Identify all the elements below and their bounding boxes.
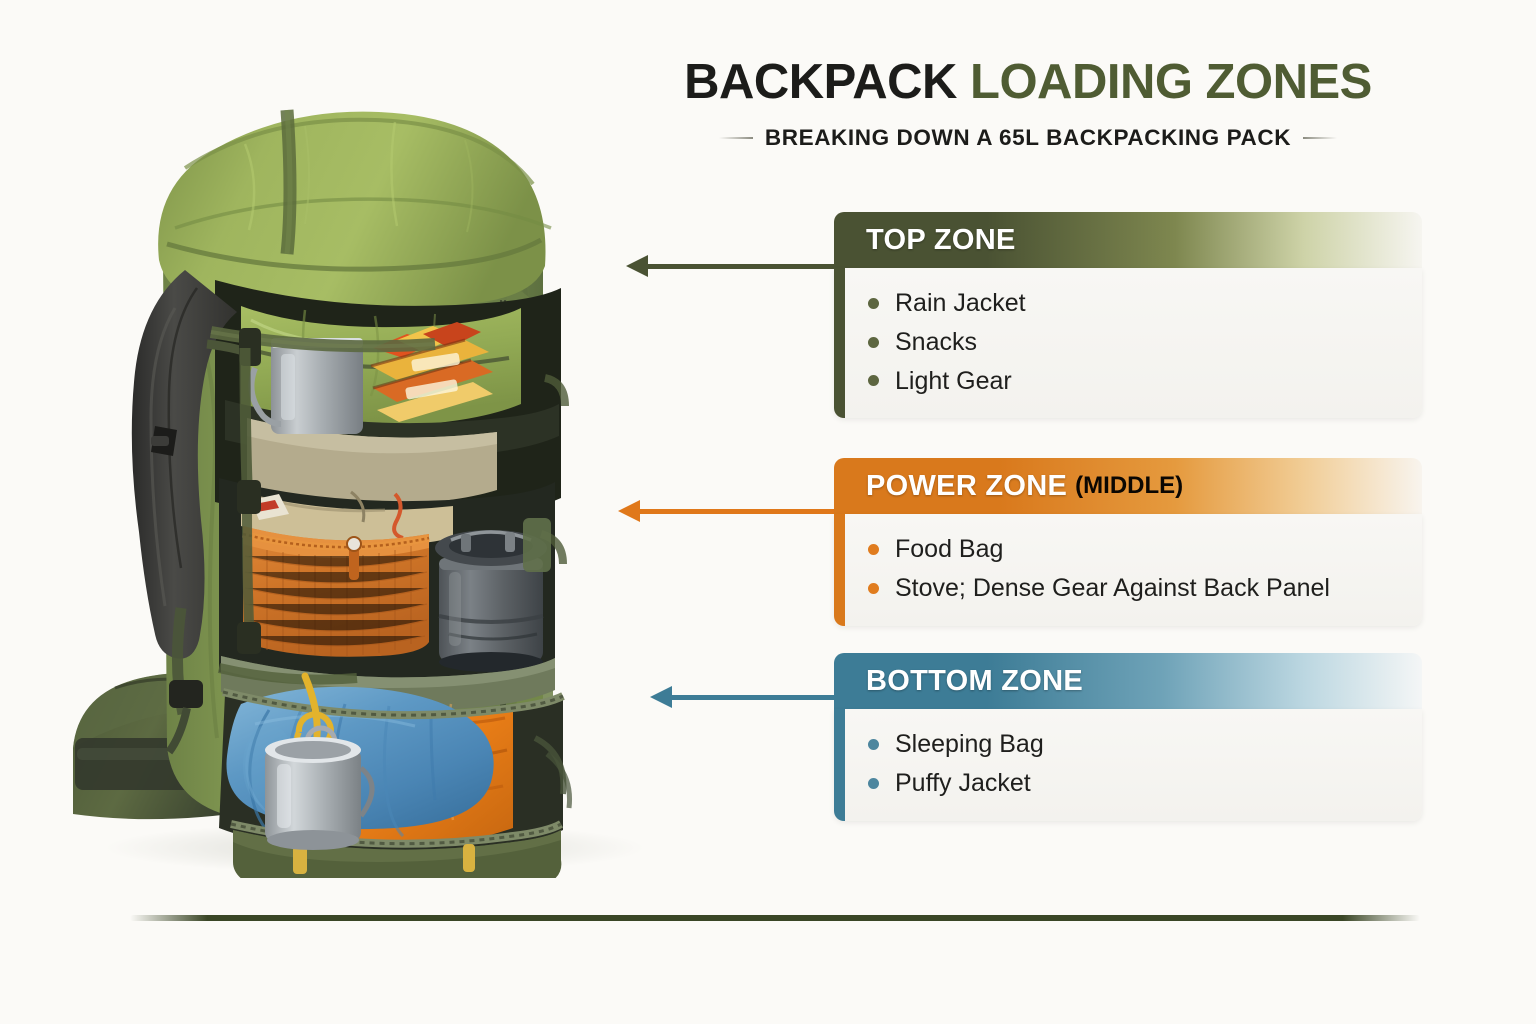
zone-item-list-power: Food Bag Stove; Dense Gear Against Back … — [868, 530, 1398, 608]
zone-accent-stripe — [834, 514, 845, 626]
zone-title-bottom: BOTTOM ZONE — [866, 664, 1084, 697]
zone-qualifier-power: (MIDDLE) — [1075, 472, 1184, 499]
list-item-label: Puffy Jacket — [895, 768, 1031, 797]
connector-arrow-top-zone — [626, 255, 834, 277]
zone-accent-stripe — [834, 268, 845, 419]
title-part-1: BACKPACK — [684, 55, 971, 109]
zone-header-power: POWER ZONE (MIDDLE) — [834, 458, 1422, 514]
snack-bars — [370, 322, 493, 422]
pack-base — [233, 830, 562, 878]
list-item-label: Stove; Dense Gear Against Back Panel — [895, 573, 1330, 602]
pack-top-lid — [158, 109, 552, 314]
shoulder-strap — [131, 270, 258, 755]
connector-arrow-bottom-zone — [650, 686, 834, 708]
arrow-head-icon — [626, 255, 648, 277]
list-item[interactable]: Rain Jacket — [868, 284, 1398, 323]
zone-header-bottom: BOTTOM ZONE — [834, 653, 1422, 709]
bullet-dot-icon — [868, 297, 879, 309]
zone-body-top: Rain Jacket Snacks Light Gear — [834, 268, 1422, 419]
bullet-dot-icon — [868, 738, 879, 750]
bullet-dot-icon — [868, 375, 879, 387]
zone-body-bottom: Sleeping Bag Puffy Jacket — [834, 709, 1422, 821]
zone-panel-power[interactable]: POWER ZONE (MIDDLE) Food Bag Stove; Dens… — [834, 458, 1422, 626]
arrow-shaft — [646, 264, 834, 269]
backpack-illustration — [55, 48, 675, 878]
subtitle-dash-left-icon — [718, 137, 753, 139]
stove-pot — [435, 530, 547, 672]
subtitle-row: BREAKING DOWN A 65L BACKPACKING PACK — [628, 125, 1428, 151]
bullet-dot-icon — [868, 582, 879, 594]
subtitle-dash-right-icon — [1303, 137, 1338, 139]
top-compartment — [215, 280, 561, 522]
side-trim — [523, 374, 573, 809]
footer-divider-rule — [130, 915, 1420, 921]
bullet-dot-icon — [868, 336, 879, 348]
list-item[interactable]: Food Bag — [868, 530, 1398, 569]
zone-item-list-top: Rain Jacket Snacks Light Gear — [868, 284, 1398, 400]
list-item[interactable]: Snacks — [868, 323, 1398, 362]
zone-title-top: TOP ZONE — [866, 223, 1016, 256]
list-item-label: Food Bag — [895, 535, 1004, 563]
list-item[interactable]: Sleeping Bag — [868, 725, 1398, 764]
bullet-dot-icon — [868, 777, 879, 789]
list-item-label: Light Gear — [895, 366, 1012, 395]
title-part-2: LOADING ZONES — [970, 55, 1372, 109]
page-subtitle: BREAKING DOWN A 65L BACKPACKING PACK — [764, 125, 1292, 150]
list-item[interactable]: Stove; Dense Gear Against Back Panel — [868, 569, 1398, 608]
arrow-shaft — [638, 509, 834, 514]
list-item-label: Rain Jacket — [895, 289, 1026, 317]
zone-accent-stripe — [834, 709, 845, 821]
list-item-label: Sleeping Bag — [895, 730, 1044, 758]
connector-arrow-power-zone — [618, 500, 834, 522]
arrow-head-icon — [650, 686, 672, 708]
compression-straps — [209, 326, 436, 685]
arrow-shaft — [670, 695, 834, 700]
page-title: BACKPACK LOADING ZONES — [628, 58, 1428, 107]
mug-carabiner — [265, 672, 375, 850]
zone-title-power: POWER ZONE — [866, 469, 1068, 502]
food-bag-mesh — [242, 526, 430, 657]
zone-panel-top[interactable]: TOP ZONE Rain Jacket Snacks Light Gear — [834, 212, 1422, 419]
list-item[interactable]: Puffy Jacket — [868, 764, 1398, 803]
zone-body-power: Food Bag Stove; Dense Gear Against Back … — [834, 514, 1422, 626]
list-item[interactable]: Light Gear — [868, 362, 1398, 401]
header: BACKPACK LOADING ZONES BREAKING DOWN A 6… — [628, 58, 1428, 178]
zone-header-top: TOP ZONE — [834, 212, 1422, 268]
arrow-head-icon — [618, 500, 640, 522]
bullet-dot-icon — [868, 543, 879, 555]
zone-item-list-bottom: Sleeping Bag Puffy Jacket — [868, 725, 1398, 803]
zone-panel-bottom[interactable]: BOTTOM ZONE Sleeping Bag Puffy Jacket — [834, 653, 1422, 821]
list-item-label: Snacks — [895, 327, 977, 356]
